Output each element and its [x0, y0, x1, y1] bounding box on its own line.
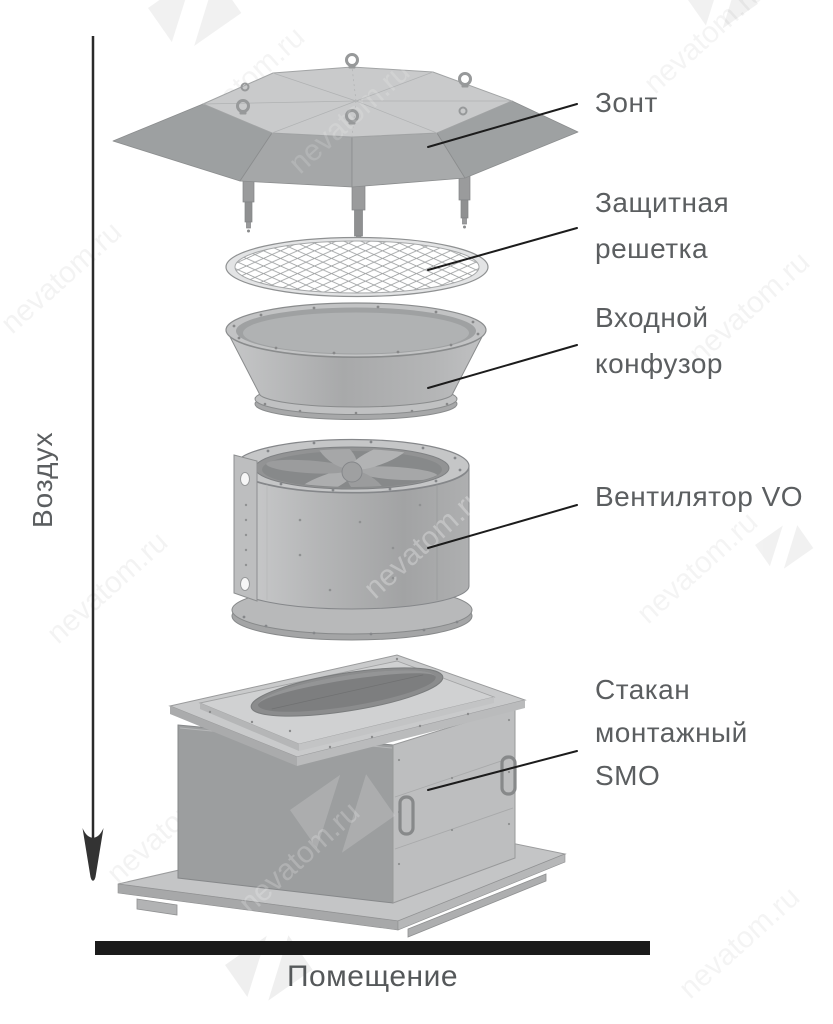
confusor-illustration [225, 302, 487, 420]
watermark-text: nevatom.ru [0, 215, 128, 340]
leader-lines [427, 103, 578, 791]
hood-illustration: nevatom.ru [112, 53, 579, 248]
nevatom-logo-watermark [755, 518, 814, 575]
leader-confusor [427, 344, 578, 389]
floor-bar [95, 941, 650, 955]
hood-skirt [112, 100, 579, 188]
label-mounting-cup-smo: Стакан монтажный SMO [595, 668, 748, 797]
confusor-bolts [232, 305, 480, 415]
room-label: Помещение [286, 960, 459, 993]
leader-grille [427, 227, 578, 271]
label-line: Стакан [595, 674, 691, 705]
label-line: Защитная [595, 187, 730, 218]
label-fan-vo: Вентилятор VO [595, 474, 803, 520]
leader-hood [427, 103, 578, 148]
label-line: Входной [595, 302, 709, 333]
smo-flange-bolts [208, 657, 470, 749]
air-flow-label: Воздух [27, 431, 58, 529]
label-line: конфузор [595, 348, 723, 379]
smo-handle [500, 755, 517, 796]
smo-illustration: nevatom.ru [117, 654, 567, 938]
hood-seams [202, 66, 512, 138]
label-line: Зонт [595, 87, 658, 118]
grille-illustration [225, 236, 489, 298]
label-protective-grille: Защитная решетка [595, 180, 729, 272]
watermark-text: nevatom.ru [673, 880, 807, 1005]
hood-eyebolts [236, 53, 472, 125]
label-line: Вентилятор VO [595, 481, 804, 512]
label-hood: Зонт [595, 80, 658, 126]
leader-smo [427, 750, 578, 791]
label-line: монтажный [595, 717, 748, 748]
smo-handle [398, 795, 415, 836]
smo-opening [250, 667, 444, 717]
label-line: SMO [595, 760, 661, 791]
label-inlet-confusor: Входной конфузор [595, 295, 723, 387]
fan-rivets [298, 468, 422, 592]
air-flow-arrow [82, 36, 104, 881]
watermark-text: nevatom.ru [631, 505, 765, 630]
fan-bracket [233, 454, 258, 602]
watermark-text: nevatom.ru [41, 525, 175, 650]
leader-fan [427, 504, 578, 549]
fan-impeller [266, 449, 438, 487]
fan-illustration: nevatom.ru [231, 438, 491, 641]
label-line: решетка [595, 233, 709, 264]
nevatom-logo-watermark [148, 0, 242, 56]
